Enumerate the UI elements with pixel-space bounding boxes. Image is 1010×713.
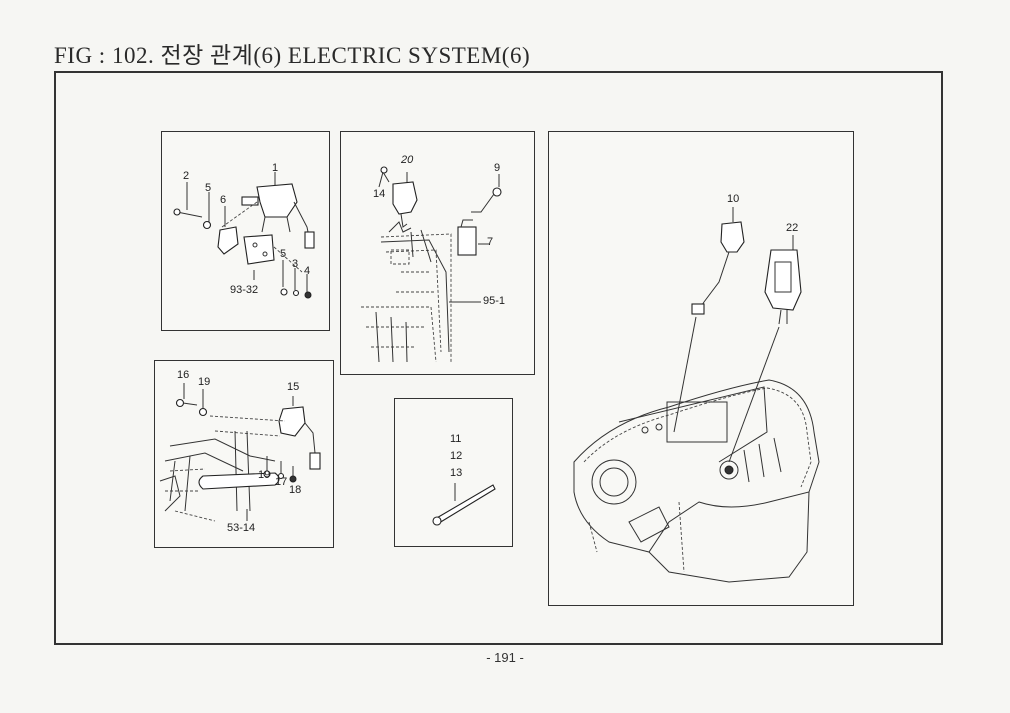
callout-label: 18: [289, 484, 302, 496]
callout-label: 95-1: [483, 295, 506, 307]
callout-label: 3: [292, 258, 299, 270]
callout-label: 11: [450, 433, 462, 445]
switch-bracket-drawing: [173, 172, 315, 299]
callout-label: 14: [373, 188, 386, 200]
callout-label: 1: [272, 162, 279, 174]
panel-switch-bracket: 1 2 5 6 5 3 4 93-32: [161, 131, 330, 331]
panel-wire-tie: 11 12 13: [394, 398, 513, 547]
callout-label: 19: [198, 376, 211, 388]
callout-label: 15: [287, 381, 300, 393]
console-drawing: [573, 207, 820, 583]
callout-label: 7: [487, 236, 494, 248]
page-number: - 191 -: [486, 650, 524, 665]
callout-label: 17: [275, 476, 288, 488]
callout-label: 9: [494, 162, 501, 174]
callout-label: 13: [450, 467, 463, 479]
callout-label: 93-32: [230, 284, 259, 296]
wire-tie-drawing: [432, 483, 496, 526]
panel-relay-mount: 20 14 9 7 95-1: [340, 131, 535, 375]
relay-mount-drawing: [361, 166, 502, 363]
panel-console: 10 22: [548, 131, 854, 606]
callout-label: 2: [183, 170, 190, 182]
callout-label: 5: [205, 182, 212, 194]
callout-label: 6: [220, 194, 227, 206]
lever-assembly-drawing: [159, 383, 321, 522]
figure-title: FIG : 102. 전장 관계(6) ELECTRIC SYSTEM(6): [54, 43, 531, 68]
panel-lever-assembly: 16 19 15 19 17 18 53-14: [154, 360, 334, 548]
callout-label: 22: [786, 222, 799, 234]
callout-label: 4: [304, 265, 311, 277]
figure-frame: [54, 71, 943, 645]
callout-label: 16: [177, 369, 190, 381]
callout-label: 20: [401, 154, 414, 166]
callout-label: 12: [450, 450, 463, 462]
callout-label: 19: [258, 469, 271, 481]
callout-label: 5: [280, 248, 287, 260]
callout-label: 10: [727, 193, 740, 205]
callout-label: 53-14: [227, 522, 256, 534]
